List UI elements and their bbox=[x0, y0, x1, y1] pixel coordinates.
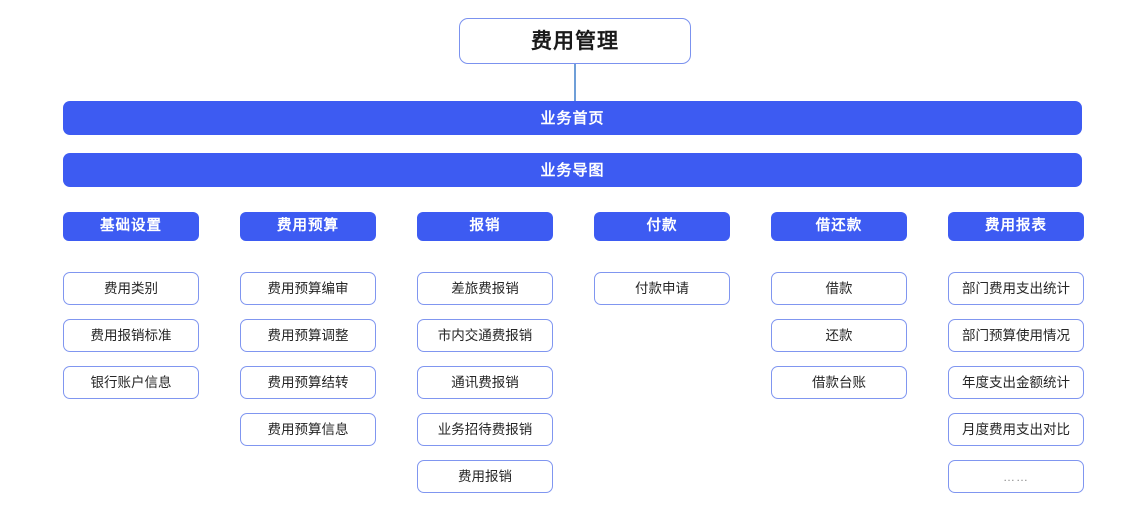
column-header-label: 费用报表 bbox=[985, 218, 1047, 235]
column-header-label: 费用预算 bbox=[277, 218, 339, 235]
item-card[interactable]: 市内交通费报销 bbox=[417, 319, 553, 352]
item-label: 费用类别 bbox=[104, 280, 158, 296]
column-6: 费用报表部门费用支出统计部门预算使用情况年度支出金额统计月度费用支出对比 …… bbox=[948, 212, 1084, 507]
item-label-ellipsis: …… bbox=[1003, 469, 1029, 484]
column-item-list: 费用类别费用报销标准银行账户信息 bbox=[63, 272, 199, 399]
column-header-5[interactable]: 借还款 bbox=[771, 212, 907, 241]
item-card[interactable]: 月度费用支出对比 bbox=[948, 413, 1084, 446]
bar-business-home-label: 业务首页 bbox=[540, 109, 605, 127]
column-header-label: 基础设置 bbox=[100, 218, 162, 235]
column-4: 付款付款申请 bbox=[594, 212, 730, 319]
item-card[interactable]: 通讯费报销 bbox=[417, 366, 553, 399]
item-card[interactable]: 部门费用支出统计 bbox=[948, 272, 1084, 305]
item-label: 业务招待费报销 bbox=[437, 421, 533, 437]
item-label: 部门预算使用情况 bbox=[962, 327, 1070, 343]
item-card[interactable]: …… bbox=[948, 460, 1084, 493]
item-card[interactable]: 部门预算使用情况 bbox=[948, 319, 1084, 352]
column-item-list: 费用预算编审费用预算调整费用预算结转费用预算信息 bbox=[240, 272, 376, 446]
column-header-label: 付款 bbox=[646, 218, 678, 235]
item-label: 借款 bbox=[825, 280, 853, 296]
column-item-list: 付款申请 bbox=[594, 272, 730, 305]
bar-business-home[interactable]: 业务首页 bbox=[63, 101, 1082, 135]
column-item-list: 部门费用支出统计部门预算使用情况年度支出金额统计月度费用支出对比 …… bbox=[948, 272, 1084, 493]
item-card[interactable]: 费用报销标准 bbox=[63, 319, 199, 352]
item-card[interactable]: 银行账户信息 bbox=[63, 366, 199, 399]
item-card[interactable]: 借款台账 bbox=[771, 366, 907, 399]
bar-business-map-label: 业务导图 bbox=[540, 161, 605, 179]
root-node-expense-management[interactable]: 费用管理 bbox=[459, 18, 691, 64]
item-card[interactable]: 费用类别 bbox=[63, 272, 199, 305]
item-label: 费用报销 bbox=[458, 468, 512, 484]
item-card[interactable]: 年度支出金额统计 bbox=[948, 366, 1084, 399]
item-card[interactable]: 借款 bbox=[771, 272, 907, 305]
item-card[interactable]: 业务招待费报销 bbox=[417, 413, 553, 446]
column-3: 报销差旅费报销市内交通费报销通讯费报销业务招待费报销费用报销 bbox=[417, 212, 553, 507]
item-label: 费用预算调整 bbox=[267, 327, 349, 343]
item-card[interactable]: 费用报销 bbox=[417, 460, 553, 493]
item-label: 还款 bbox=[825, 327, 853, 343]
item-label: 付款申请 bbox=[635, 280, 689, 296]
column-1: 基础设置费用类别费用报销标准银行账户信息 bbox=[63, 212, 199, 413]
item-label: 部门费用支出统计 bbox=[962, 280, 1070, 296]
column-item-list: 差旅费报销市内交通费报销通讯费报销业务招待费报销费用报销 bbox=[417, 272, 553, 493]
item-card[interactable]: 费用预算信息 bbox=[240, 413, 376, 446]
item-label: 费用预算编审 bbox=[267, 280, 349, 296]
column-header-4[interactable]: 付款 bbox=[594, 212, 730, 241]
root-connector-line bbox=[574, 64, 576, 102]
item-label: 借款台账 bbox=[812, 374, 866, 390]
item-label: 费用预算信息 bbox=[267, 421, 349, 437]
item-label: 年度支出金额统计 bbox=[962, 374, 1070, 390]
column-header-label: 报销 bbox=[469, 218, 501, 235]
item-label: 月度费用支出对比 bbox=[962, 421, 1070, 437]
column-5: 借还款借款还款借款台账 bbox=[771, 212, 907, 413]
item-label: 差旅费报销 bbox=[451, 280, 519, 296]
item-card[interactable]: 差旅费报销 bbox=[417, 272, 553, 305]
item-card[interactable]: 费用预算编审 bbox=[240, 272, 376, 305]
column-header-3[interactable]: 报销 bbox=[417, 212, 553, 241]
column-header-6[interactable]: 费用报表 bbox=[948, 212, 1084, 241]
item-label: 市内交通费报销 bbox=[437, 327, 533, 343]
column-header-label: 借还款 bbox=[815, 218, 863, 235]
column-header-2[interactable]: 费用预算 bbox=[240, 212, 376, 241]
item-label: 费用预算结转 bbox=[267, 374, 349, 390]
bar-business-map[interactable]: 业务导图 bbox=[63, 153, 1082, 187]
item-card[interactable]: 费用预算调整 bbox=[240, 319, 376, 352]
item-card[interactable]: 费用预算结转 bbox=[240, 366, 376, 399]
column-item-list: 借款还款借款台账 bbox=[771, 272, 907, 399]
item-label: 银行账户信息 bbox=[90, 374, 172, 390]
column-2: 费用预算费用预算编审费用预算调整费用预算结转费用预算信息 bbox=[240, 212, 376, 460]
root-node-label: 费用管理 bbox=[531, 29, 619, 53]
column-header-1[interactable]: 基础设置 bbox=[63, 212, 199, 241]
item-label: 通讯费报销 bbox=[451, 374, 519, 390]
item-card[interactable]: 付款申请 bbox=[594, 272, 730, 305]
item-label: 费用报销标准 bbox=[90, 327, 172, 343]
item-card[interactable]: 还款 bbox=[771, 319, 907, 352]
